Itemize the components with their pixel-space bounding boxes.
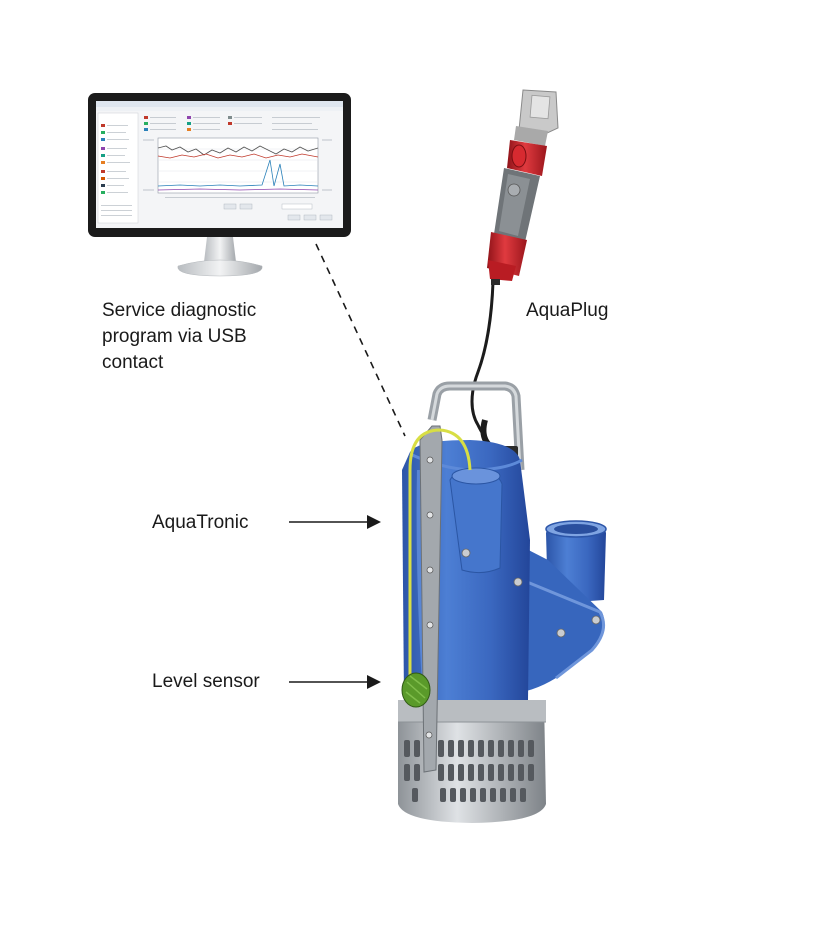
screen-legend-swatches bbox=[101, 124, 105, 194]
screen-left-panel bbox=[97, 112, 139, 224]
screen-plot-area bbox=[157, 137, 319, 194]
label-service-diagnostic: Service diagnostic program via USB conta… bbox=[102, 298, 256, 376]
label-aquaplug: AquaPlug bbox=[526, 300, 609, 321]
label-level-sensor: Level sensor bbox=[152, 671, 260, 692]
screen-top-legend bbox=[144, 116, 232, 131]
label-service-line-3: contact bbox=[102, 352, 164, 373]
aquatronic-arrow bbox=[289, 515, 381, 529]
screen-trace-4 bbox=[157, 188, 319, 191]
monitor-stand-base bbox=[177, 259, 263, 277]
label-aquatronic: AquaTronic bbox=[152, 512, 249, 533]
screen-trace-3 bbox=[157, 159, 319, 187]
pump bbox=[398, 381, 607, 823]
aquaplug-connector bbox=[470, 89, 559, 456]
label-service-line-1: Service diagnostic bbox=[102, 300, 257, 321]
screen-trace-2 bbox=[157, 153, 319, 159]
monitor-stand-neck bbox=[204, 237, 236, 262]
aquaplug-badge bbox=[507, 183, 521, 197]
label-service-line-2: program via USB bbox=[102, 326, 247, 347]
usb-connector-dashed-line bbox=[315, 243, 406, 437]
strainer-slots bbox=[404, 740, 534, 802]
level-sensor-arrow bbox=[289, 675, 381, 689]
screen-trace-1 bbox=[157, 145, 319, 156]
level-sensor-cable bbox=[408, 428, 472, 680]
monitor bbox=[88, 93, 351, 277]
